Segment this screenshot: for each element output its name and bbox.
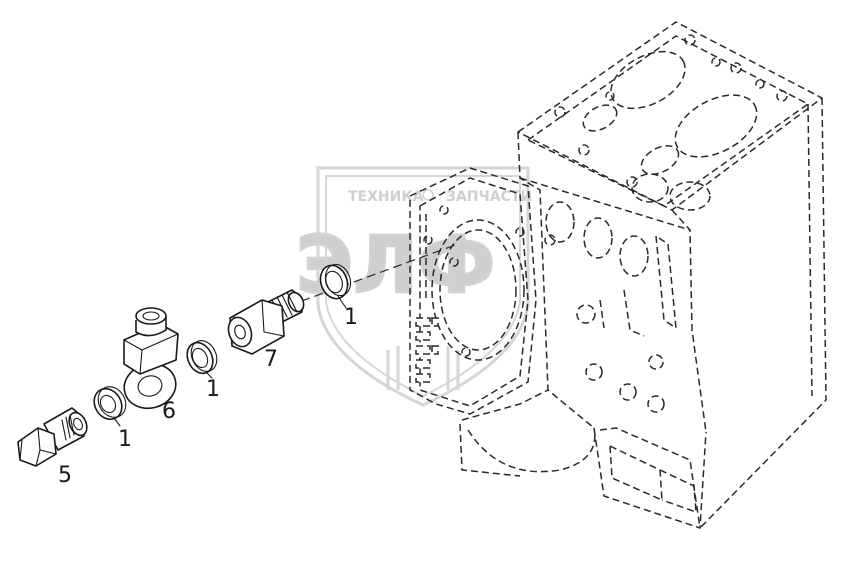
washer-lower-leader bbox=[113, 417, 121, 427]
watermark-text-left: ТЕХНИКА bbox=[348, 189, 424, 205]
washer-middle bbox=[186, 340, 218, 375]
front-cover-plate bbox=[409, 167, 556, 415]
watermark-text-right: ЗАПЧАСТИ bbox=[446, 189, 532, 205]
callout-washer-lower: 1 bbox=[118, 427, 132, 452]
callout-adapter-fitting: 7 bbox=[264, 347, 278, 372]
callout-washer-middle: 1 bbox=[206, 377, 220, 402]
callout-banjo-fitting: 6 bbox=[162, 399, 176, 424]
washer-middle-leader bbox=[205, 371, 213, 379]
callout-banjo-bolt: 5 bbox=[58, 463, 72, 488]
callout-washer-upper: 1 bbox=[344, 305, 358, 330]
adapter-fitting bbox=[227, 289, 305, 355]
watermark-logo-letters: ЭЛФ bbox=[296, 221, 495, 311]
banjo-bolt bbox=[17, 407, 88, 467]
engine-block-outline bbox=[459, 21, 827, 529]
washer-upper-leader bbox=[337, 295, 347, 309]
plate-bolt-row bbox=[415, 317, 439, 383]
watermark-gear-icon bbox=[422, 189, 434, 201]
banjo-fitting bbox=[123, 307, 179, 410]
washer-lower bbox=[93, 386, 127, 421]
watermark-arrows-icon bbox=[386, 346, 460, 390]
assembly-leader-line bbox=[287, 243, 459, 307]
